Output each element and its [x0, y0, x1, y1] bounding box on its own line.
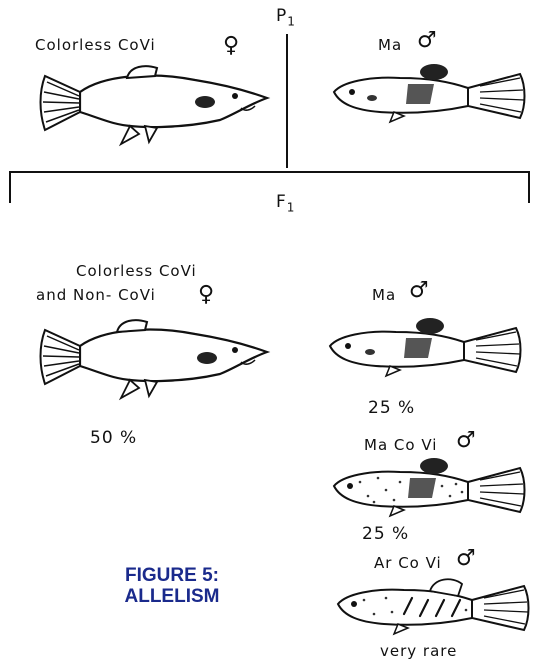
parent-female-label: Colorless CoVi	[35, 36, 156, 54]
parent-female-fish	[35, 62, 275, 152]
offspring-male3-label: Ar Co Vi	[374, 554, 442, 572]
offspring-male1-symbol: ♂	[409, 280, 429, 302]
parent-male-fish	[330, 62, 530, 132]
offspring-male3-percent: very rare	[380, 642, 457, 660]
offspring-female-symbol: ♀	[198, 284, 214, 306]
offspring-male1-percent: 25 %	[368, 398, 415, 418]
offspring-male2-label: Ma Co Vi	[364, 436, 437, 454]
offspring-male1-fish	[326, 316, 526, 386]
caption-line-1: FIGURE 5:	[112, 565, 232, 586]
offspring-female-label-line2: and Non- CoVi	[36, 286, 156, 304]
figure-caption: FIGURE 5: ALLELISM	[112, 565, 232, 607]
offspring-male2-fish	[330, 456, 530, 526]
offspring-female-label-line1: Colorless CoVi	[76, 262, 197, 280]
offspring-male1-label: Ma	[372, 286, 396, 304]
offspring-female-percent: 50 %	[90, 428, 137, 448]
offspring-male2-symbol: ♂	[456, 430, 476, 452]
offspring-male3-symbol: ♂	[456, 548, 476, 570]
offspring-male2-percent: 25 %	[362, 524, 409, 544]
offspring-male3-fish	[334, 574, 534, 644]
offspring-female-fish	[35, 316, 275, 406]
parent-female-symbol: ♀	[223, 35, 239, 57]
caption-line-2: ALLELISM	[112, 586, 232, 607]
parent-male-label: Ma	[378, 36, 402, 54]
parent-male-symbol: ♂	[417, 30, 437, 52]
